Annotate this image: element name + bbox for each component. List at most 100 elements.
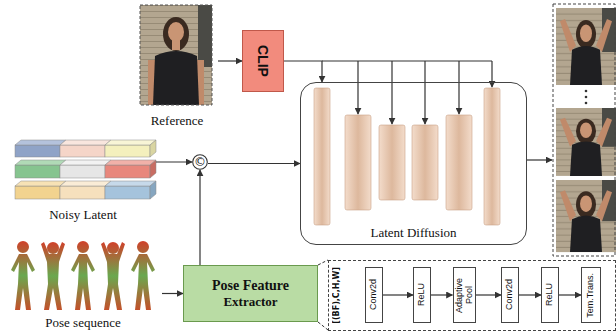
connector bbox=[208, 163, 300, 164]
latent-block bbox=[60, 186, 105, 199]
latent-block bbox=[60, 165, 105, 178]
pose-figure bbox=[41, 242, 65, 310]
node-text: Conv2d bbox=[369, 279, 379, 310]
connector bbox=[156, 161, 192, 162]
latent-block-side bbox=[150, 140, 156, 157]
node-text: Latent Diffusion bbox=[370, 225, 456, 240]
connector bbox=[218, 60, 242, 61]
pose-label: Pose sequence bbox=[4, 238, 162, 330]
reference-photo bbox=[140, 5, 212, 105]
circle-outline bbox=[193, 155, 208, 170]
output-arrow bbox=[527, 159, 552, 160]
pose-figure bbox=[11, 241, 35, 310]
model-box: Latent Diffusion bbox=[300, 82, 527, 245]
latent-block-top bbox=[105, 140, 156, 145]
node-text: CLIP bbox=[255, 45, 271, 77]
output-frame bbox=[556, 8, 616, 85]
latent-block-top bbox=[60, 160, 111, 165]
latent-block bbox=[105, 186, 150, 199]
feed-arrow bbox=[491, 61, 492, 87]
node-text: Noisy Latent bbox=[49, 207, 117, 222]
layer-box: ReLU bbox=[541, 267, 559, 323]
node-text: © bbox=[194, 156, 206, 168]
feed-line bbox=[322, 60, 492, 61]
unet-block bbox=[484, 88, 500, 225]
latent-block-top bbox=[15, 160, 66, 165]
unet-block bbox=[379, 125, 405, 200]
output-panel bbox=[553, 4, 615, 256]
connector bbox=[162, 293, 183, 294]
pose-figures bbox=[11, 241, 155, 310]
latent-label: Noisy Latent bbox=[10, 136, 156, 222]
latent-block bbox=[105, 165, 150, 178]
latent-block-top bbox=[105, 160, 156, 165]
photo-background bbox=[140, 5, 212, 105]
latent-block-top bbox=[15, 181, 66, 186]
connector bbox=[284, 61, 322, 82]
pose-figure bbox=[131, 241, 155, 310]
ellipsis-dot bbox=[585, 96, 588, 99]
latent-block bbox=[15, 145, 60, 157]
feed-arrow bbox=[458, 61, 459, 114]
node-text: Adaptive Pool bbox=[455, 270, 474, 320]
latent-block-top bbox=[105, 181, 156, 186]
zoom-line bbox=[318, 322, 328, 330]
latent-block-top bbox=[60, 181, 111, 186]
photo-frame bbox=[140, 5, 212, 105]
layer-box: ReLU bbox=[413, 267, 431, 323]
node-text: Reference bbox=[151, 113, 204, 128]
pose-figure bbox=[101, 242, 125, 310]
output-frame bbox=[556, 108, 616, 176]
node-text: Conv2d bbox=[505, 279, 515, 310]
layer-box: Conv2d bbox=[501, 267, 519, 323]
connector bbox=[519, 294, 541, 295]
photo-shirt bbox=[153, 51, 199, 105]
output-frame bbox=[556, 180, 616, 252]
latent-block bbox=[105, 145, 150, 157]
unet-block bbox=[345, 115, 371, 210]
latent-block bbox=[15, 165, 60, 178]
node-text: Pose Feature bbox=[212, 277, 289, 294]
connector bbox=[318, 260, 328, 265]
photo-door bbox=[198, 5, 212, 67]
image-label: Reference bbox=[136, 4, 218, 128]
clip-feed-lines bbox=[318, 61, 552, 330]
feed-arrow bbox=[424, 61, 425, 124]
node-text: Tem.Trans. bbox=[586, 273, 596, 318]
concat-circle: © bbox=[192, 154, 208, 170]
node-text: ReLU bbox=[545, 283, 555, 306]
connector bbox=[431, 294, 453, 295]
noisy-latent-blocks bbox=[15, 140, 156, 199]
encoder-box: CLIP bbox=[242, 30, 284, 92]
process-box: Pose FeatureExtractor bbox=[183, 265, 318, 322]
layer-box: Adaptive Pool bbox=[453, 267, 476, 323]
pose-figure bbox=[71, 241, 95, 310]
output-frames bbox=[553, 4, 616, 256]
node-text: [(BF),C,H,W] bbox=[332, 267, 341, 324]
ellipsis-dot bbox=[585, 102, 588, 105]
connector bbox=[199, 170, 200, 265]
unet-blocks bbox=[314, 88, 500, 225]
latent-block-side bbox=[150, 181, 156, 199]
node-text: ReLU bbox=[417, 283, 427, 306]
connector bbox=[559, 294, 581, 295]
latent-block-side bbox=[150, 160, 156, 178]
layer-box: Tem.Trans. bbox=[581, 267, 601, 323]
layer-box: Conv2d bbox=[365, 267, 383, 323]
unet-block bbox=[446, 115, 472, 210]
feed-arrow bbox=[357, 61, 358, 114]
photo-face bbox=[168, 22, 184, 42]
photo-hair bbox=[163, 17, 189, 51]
ellipsis-dot bbox=[585, 90, 588, 93]
unet-block bbox=[412, 125, 438, 200]
node-text: Pose sequence bbox=[45, 315, 120, 330]
latent-block-top bbox=[60, 140, 111, 145]
latent-block-top bbox=[15, 140, 66, 145]
zoom-panel: [(BF),C,H,W] Conv2d ReLU Adaptive Pool Conv2… bbox=[328, 260, 616, 331]
latent-block bbox=[15, 186, 60, 199]
connector bbox=[476, 294, 502, 295]
node-text: Extractor bbox=[223, 294, 277, 310]
feed-arrow bbox=[391, 61, 392, 124]
unet-block bbox=[314, 88, 330, 225]
connector bbox=[383, 294, 413, 295]
